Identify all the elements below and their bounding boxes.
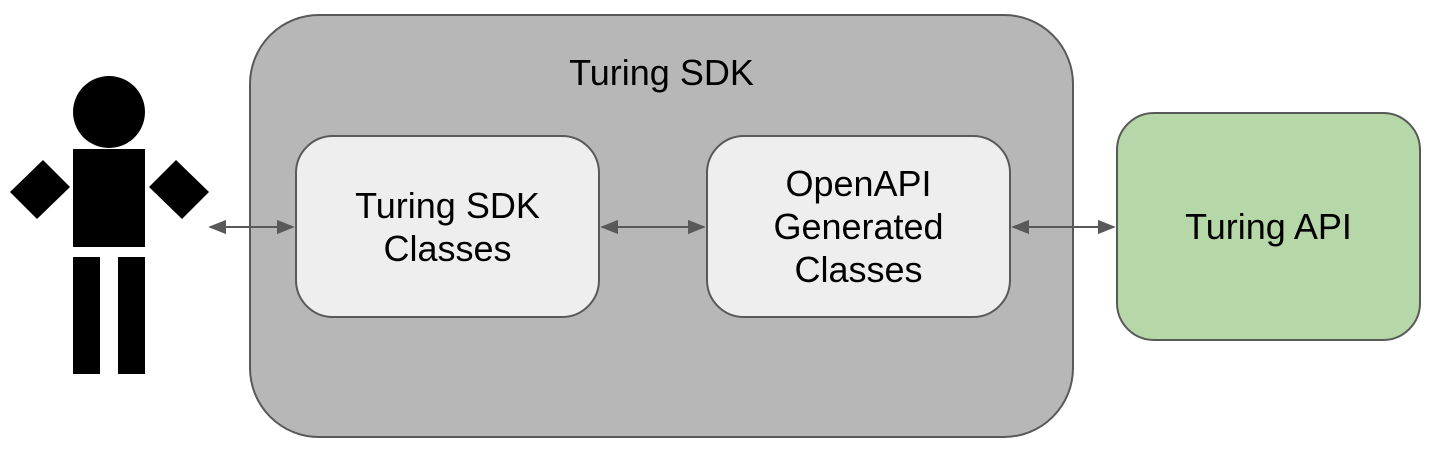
turing-api-label: Turing API bbox=[1185, 205, 1352, 247]
openapi-generated-classes-label: OpenAPI Generated Classes bbox=[773, 163, 944, 290]
openapi-generated-classes-box: OpenAPI Generated Classes bbox=[706, 135, 1011, 318]
turing-api-box: Turing API bbox=[1116, 112, 1421, 341]
user-icon bbox=[10, 76, 209, 374]
turing-sdk-title: Turing SDK bbox=[569, 52, 754, 93]
turing-sdk-classes-box: Turing SDK Classes bbox=[295, 135, 600, 318]
turing-sdk-classes-label: Turing SDK Classes bbox=[355, 184, 540, 269]
